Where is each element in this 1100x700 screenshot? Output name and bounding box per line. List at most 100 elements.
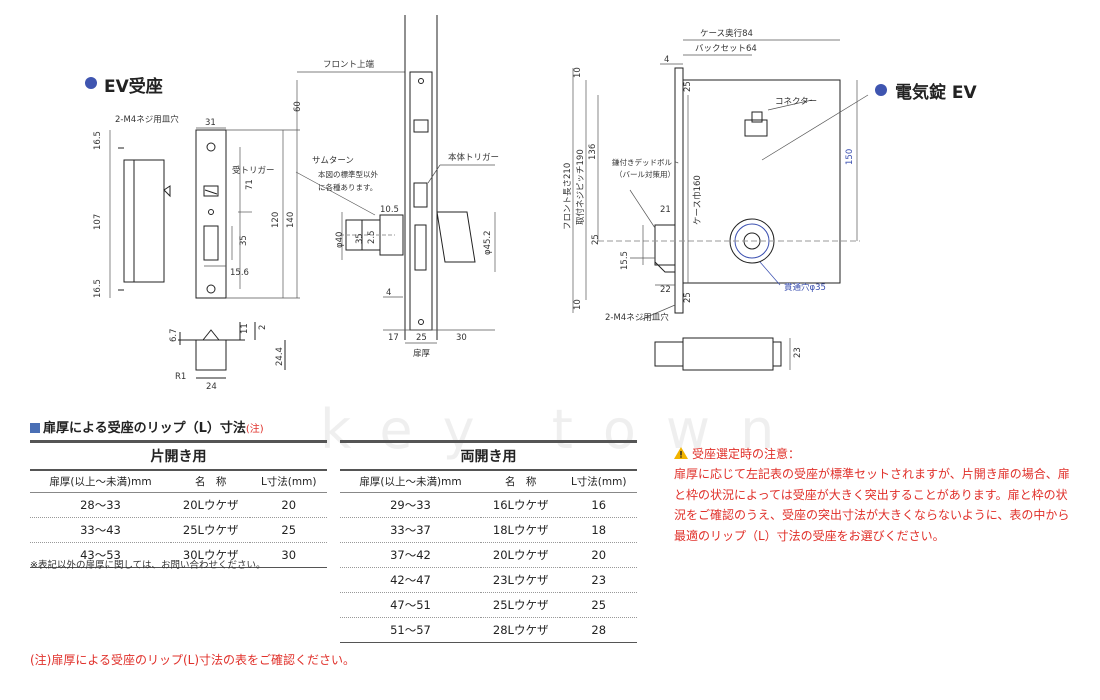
receiver-dim-107: 107 bbox=[93, 214, 103, 230]
cell: 23 bbox=[560, 567, 637, 593]
single-door-heading: 片開き用 bbox=[30, 440, 327, 471]
lock-dim-10-bot: 10 bbox=[573, 299, 583, 310]
lock-dim-150: 150 bbox=[845, 149, 855, 165]
ev-receiver-bullet-icon bbox=[85, 77, 97, 89]
cell: 51～57 bbox=[340, 617, 481, 643]
receiver-dim-15-6: 15.6 bbox=[230, 268, 249, 278]
cell: 18Lウケザ bbox=[480, 517, 561, 543]
door-cross-section bbox=[340, 15, 476, 340]
strike-bolt-part bbox=[639, 304, 791, 371]
receiver-dim-140: 140 bbox=[286, 212, 296, 228]
door-thickness-label: 扉厚 bbox=[413, 348, 431, 359]
cell: 28 bbox=[560, 617, 637, 643]
cell: 30Lウケザ bbox=[170, 542, 251, 568]
lip-table-title-text: 扉厚による受座のリップ（L）寸法 bbox=[43, 421, 246, 436]
lock-screw-label: 2-M4ネジ用皿穴 bbox=[605, 312, 669, 323]
receiver-trigger-label: 受トリガー bbox=[232, 165, 275, 176]
connector-label: コネクター bbox=[775, 97, 817, 107]
backset-label: バックセット64 bbox=[695, 44, 757, 54]
door-dim-10-5: 10.5 bbox=[380, 205, 399, 215]
lock-dim-25-mid: 25 bbox=[591, 234, 601, 245]
door-dim-4: 4 bbox=[386, 288, 391, 298]
lock-dim-22: 22 bbox=[660, 285, 671, 295]
cell: 20Lウケザ bbox=[170, 492, 251, 518]
door-dim-40: φ40 bbox=[335, 232, 345, 248]
cell: 28Lウケザ bbox=[480, 617, 561, 643]
deadbolt-label-1: 鎌付きデッドボルト bbox=[612, 157, 680, 167]
front-top-label: フロント上端 bbox=[323, 59, 375, 70]
lip-table-note: (注) bbox=[245, 424, 264, 435]
cell: 25 bbox=[560, 592, 637, 618]
cell: 25 bbox=[250, 517, 327, 543]
receiver-dim-6-7: 6.7 bbox=[169, 328, 179, 342]
cell: 20Lウケザ bbox=[480, 542, 561, 568]
receiver-screw-label: 2-M4ネジ用皿穴 bbox=[115, 114, 179, 125]
thumb-turn-label: サムターン bbox=[312, 156, 354, 166]
case-depth-label: ケース奥行84 bbox=[700, 28, 753, 39]
cell: 33～37 bbox=[340, 517, 481, 543]
lock-dim-136: 136 bbox=[588, 144, 598, 160]
cell: 29～33 bbox=[340, 492, 481, 518]
square-bullet-icon bbox=[30, 423, 40, 433]
col-l-size: L寸法(mm) bbox=[560, 470, 637, 493]
door-dim-60: 60 bbox=[293, 101, 303, 112]
cell: 25Lウケザ bbox=[480, 592, 561, 618]
single-table-footnote: ※表記以外の扉厚に関しては、お問い合わせください。 bbox=[30, 560, 266, 571]
cell: 20 bbox=[250, 492, 327, 518]
ev-receiver-title: EV受座 bbox=[104, 77, 163, 97]
lock-dim-25-top: 25 bbox=[683, 81, 693, 92]
caution-body: 扉厚に応じて左記表の受座が標準セットされますが、片開き扉の場合、扉と枠の状況によ… bbox=[674, 467, 1070, 543]
cell: 18 bbox=[560, 517, 637, 543]
receiver-dim-31: 31 bbox=[205, 118, 216, 128]
col-l-size: L寸法(mm) bbox=[250, 470, 327, 493]
door-dim-2-5: 2.5 bbox=[367, 230, 377, 244]
electric-lock-bullet-icon bbox=[875, 84, 887, 96]
door-dim-45-2: φ45.2 bbox=[483, 230, 493, 255]
cell: 37～42 bbox=[340, 542, 481, 568]
deadbolt-label-2: （バール対策用） bbox=[615, 169, 675, 179]
receiver-front-plate bbox=[195, 129, 227, 299]
receiver-side-view bbox=[118, 147, 171, 291]
cell: 30 bbox=[250, 542, 327, 568]
cell: 20 bbox=[560, 542, 637, 568]
receiver-dim-35: 35 bbox=[239, 235, 249, 246]
technical-drawing: 2-M4ネジ用皿穴 31 16.5 107 16.5 受トリガー 71 35 1… bbox=[93, 15, 869, 392]
cell: 25Lウケザ bbox=[170, 517, 251, 543]
electric-lock-title: 電気錠 EV bbox=[895, 83, 977, 103]
warning-icon bbox=[674, 447, 688, 459]
electric-lock-body bbox=[598, 67, 860, 314]
through-hole-label: 貫通穴φ35 bbox=[784, 282, 826, 293]
door-dim-30: 30 bbox=[456, 333, 467, 343]
caution-title-text: 受座選定時の注意： bbox=[692, 447, 801, 461]
receiver-lip-detail bbox=[178, 322, 286, 379]
receiver-dim-2: 2 bbox=[258, 325, 268, 330]
cell: 47～51 bbox=[340, 592, 481, 618]
thumb-turn-note-1: 本図の標準型以外 bbox=[318, 169, 378, 179]
screw-pitch-label: 取付ネジピッチ190 bbox=[575, 149, 586, 225]
lock-dim-10-top: 10 bbox=[573, 67, 583, 78]
lock-dim-4: 4 bbox=[664, 55, 669, 65]
receiver-dim-24-4: 24.4 bbox=[275, 347, 285, 366]
front-length-label: フロント長さ210 bbox=[563, 163, 573, 230]
thumb-turn-note-2: に各種あります。 bbox=[318, 182, 377, 192]
cell: 16Lウケザ bbox=[480, 492, 561, 518]
body-trigger-label: 本体トリガー bbox=[448, 152, 499, 163]
bottom-note: (注)扉厚による受座のリップ(L)寸法の表をご確認ください。 bbox=[30, 653, 356, 667]
cell: 42～47 bbox=[340, 567, 481, 593]
receiver-r1-label: R1 bbox=[175, 372, 186, 382]
cell: 43～53 bbox=[30, 542, 171, 568]
door-dim-25: 25 bbox=[416, 333, 427, 343]
case-width-label: ケース巾160 bbox=[692, 175, 703, 225]
lip-table-title: 扉厚による受座のリップ（L）寸法(注) bbox=[30, 417, 264, 436]
door-dim-35: 35 bbox=[355, 233, 365, 244]
receiver-dim-71: 71 bbox=[245, 179, 255, 190]
